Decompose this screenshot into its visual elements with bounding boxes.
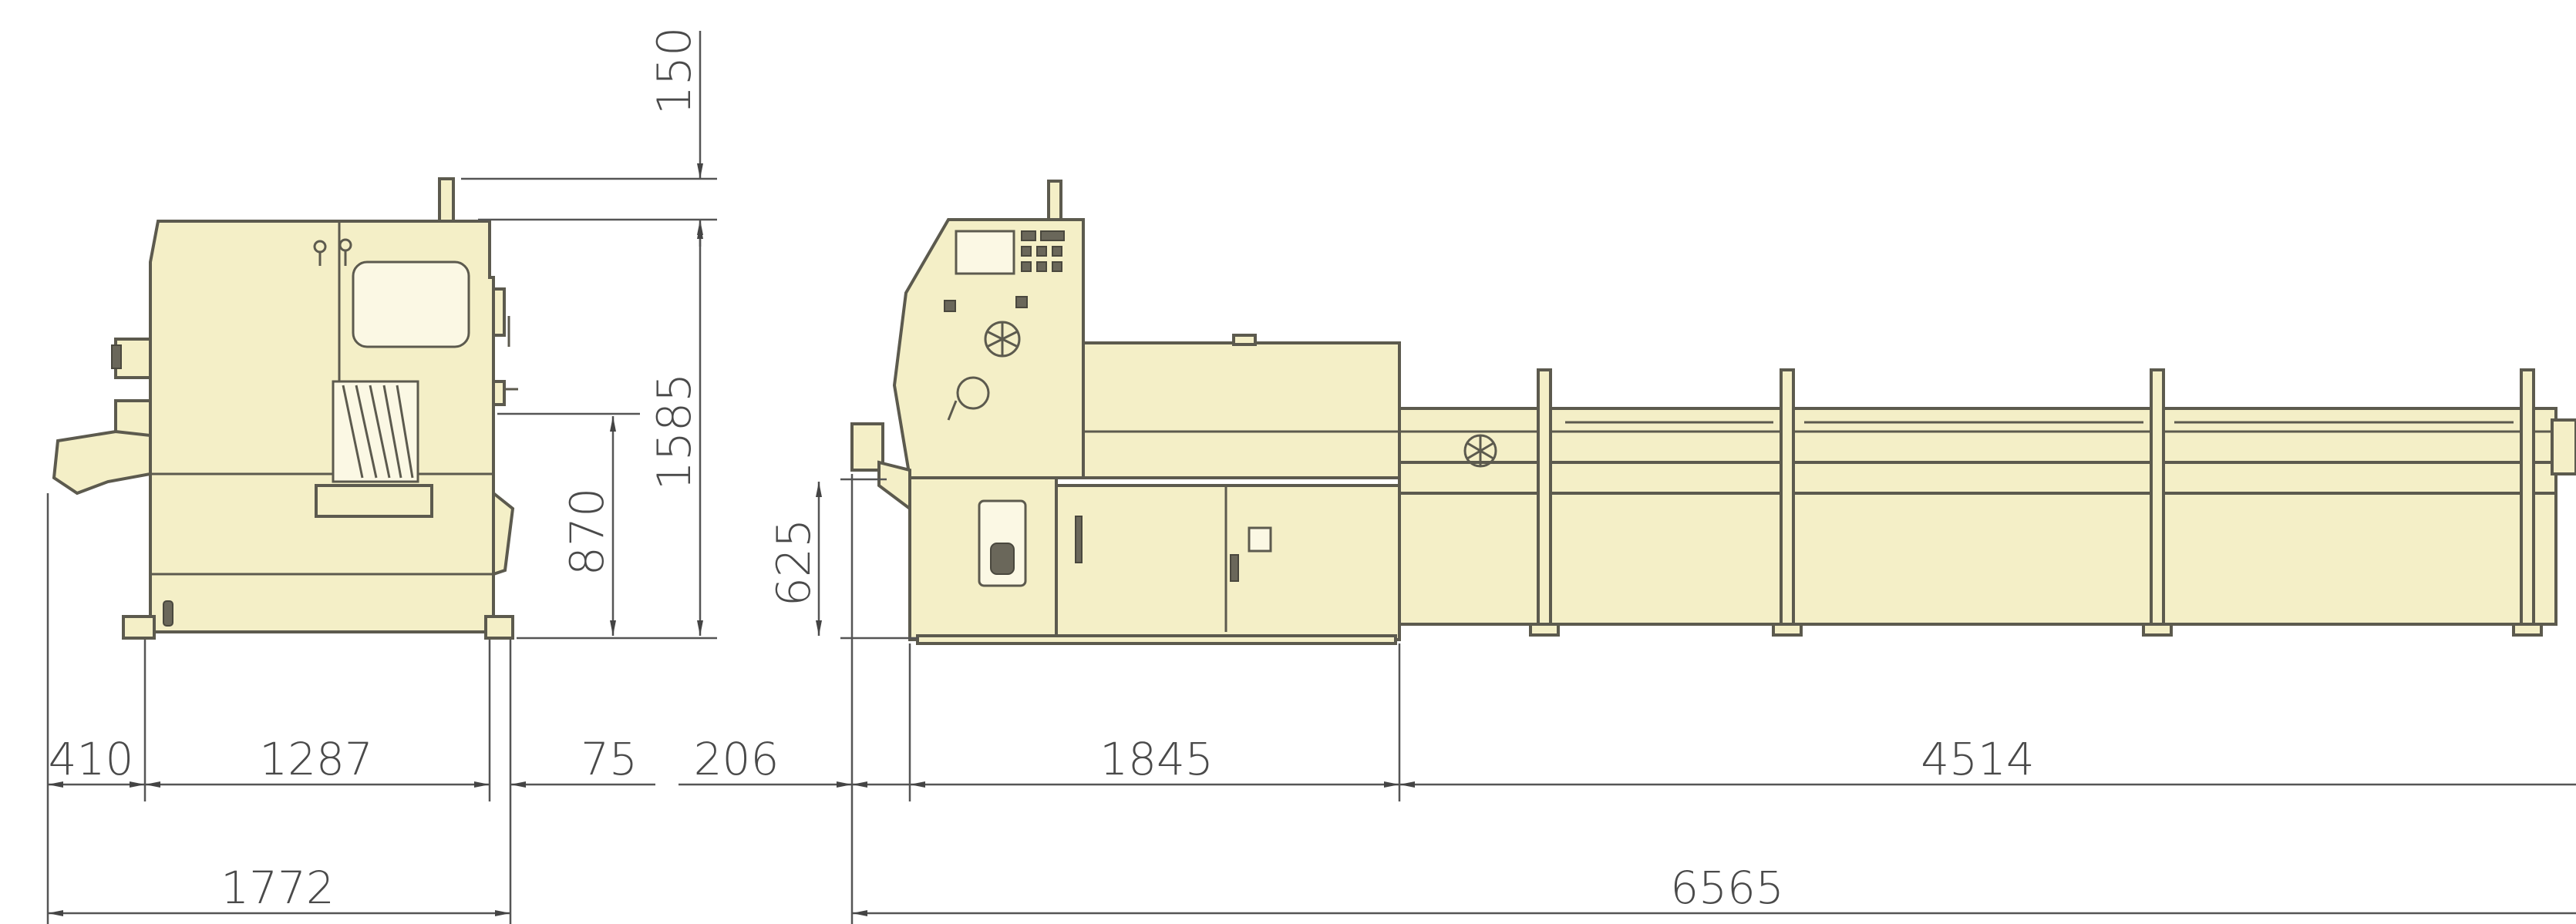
dim-machine-length: 1845 xyxy=(1099,733,1214,785)
dim-feed-offset: 206 xyxy=(694,733,780,785)
dim-conveyor-length: 4514 xyxy=(1921,733,2035,785)
dimension-labels: 150 1585 870 625 410 1287 75 206 1845 45… xyxy=(49,27,2035,914)
dim-base-width: 1287 xyxy=(259,733,373,785)
dim-overall-depth: 1772 xyxy=(221,862,335,914)
front-view xyxy=(850,180,2576,645)
dimension-lines xyxy=(46,31,2576,924)
dim-top-clearance: 150 xyxy=(648,27,702,116)
dim-overall-length: 6565 xyxy=(1670,862,1784,914)
blade-guard xyxy=(332,380,419,483)
dim-front-overhang: 410 xyxy=(49,733,134,785)
dim-rear-offset: 75 xyxy=(581,733,638,785)
dim-vise-height: 870 xyxy=(561,488,615,576)
side-view xyxy=(52,177,518,640)
dim-feed-table-height: 625 xyxy=(767,519,821,607)
control-buttons xyxy=(1021,230,1065,272)
dim-overall-height: 1585 xyxy=(648,373,702,491)
feed-conveyor xyxy=(1398,368,2576,637)
